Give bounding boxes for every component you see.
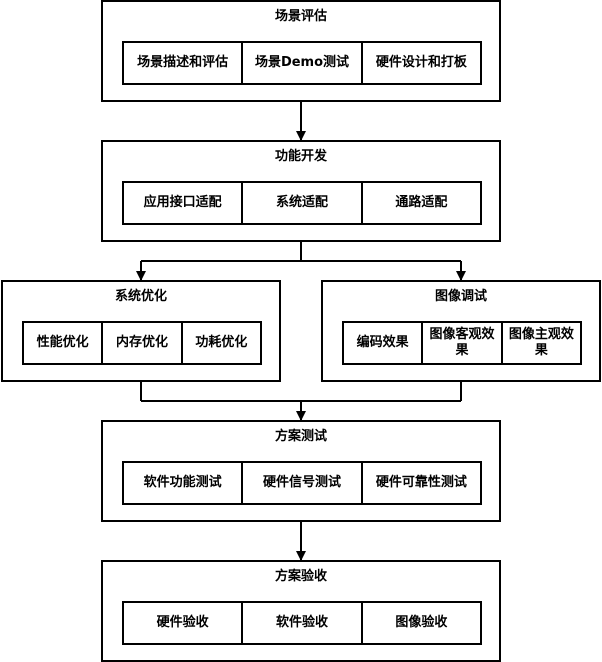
step-hardware-design: 硬件设计和打板: [375, 55, 467, 70]
step-image-subjective-effect: 图像主观效果: [508, 327, 574, 358]
step-performance-opt: 性能优化: [24, 323, 104, 363]
group-items: 硬件验收 软件验收 图像验收: [122, 601, 482, 645]
step-hardware-reliability-test: 硬件可靠性测试: [375, 475, 467, 490]
step-software-acceptance: 软件验收: [243, 603, 363, 643]
step-image-objective-effect: 图像客观效果: [423, 323, 503, 363]
group-image-tuning: 图像调试 编码效果 图像客观效果 图像主观效果: [321, 280, 601, 382]
group-title: 图像调试: [434, 289, 487, 304]
group-title: 方案测试: [274, 429, 327, 444]
group-title: 系统优化: [114, 289, 167, 304]
step-software-function-test: 软件功能测试: [124, 463, 244, 503]
step-system-adapt: 系统适配: [243, 183, 363, 223]
step-hardware-acceptance: 硬件验收: [124, 603, 244, 643]
group-items: 应用接口适配 系统适配 通路适配: [122, 181, 482, 225]
group-items: 场景描述和评估 场景Demo测试 硬件设计和打板: [122, 41, 482, 85]
group-items: 性能优化 内存优化 功耗优化: [22, 321, 262, 365]
group-title: 方案验收: [274, 569, 327, 584]
step-scene-description: 场景描述和评估: [124, 43, 244, 83]
step-power-opt: 功耗优化: [195, 335, 248, 350]
group-title: 场景评估: [274, 9, 327, 24]
step-memory-opt: 内存优化: [103, 323, 183, 363]
group-items: 软件功能测试 硬件信号测试 硬件可靠性测试: [122, 461, 482, 505]
step-encoding-effect: 编码效果: [344, 323, 424, 363]
group-items: 编码效果 图像客观效果 图像主观效果: [342, 321, 582, 365]
step-hardware-signal-test: 硬件信号测试: [243, 463, 363, 503]
group-solution-acceptance: 方案验收 硬件验收 软件验收 图像验收: [101, 560, 501, 662]
group-solution-testing: 方案测试 软件功能测试 硬件信号测试 硬件可靠性测试: [101, 420, 501, 522]
step-image-acceptance: 图像验收: [395, 615, 448, 630]
step-pipeline-adapt: 通路适配: [395, 195, 448, 210]
group-scene-evaluation: 场景评估 场景描述和评估 场景Demo测试 硬件设计和打板: [101, 0, 501, 102]
group-title: 功能开发: [274, 149, 327, 164]
group-system-optimization: 系统优化 性能优化 内存优化 功耗优化: [1, 280, 281, 382]
group-feature-development: 功能开发 应用接口适配 系统适配 通路适配: [101, 140, 501, 242]
step-app-interface-adapt: 应用接口适配: [124, 183, 244, 223]
step-scene-demo-test: 场景Demo测试: [243, 43, 363, 83]
